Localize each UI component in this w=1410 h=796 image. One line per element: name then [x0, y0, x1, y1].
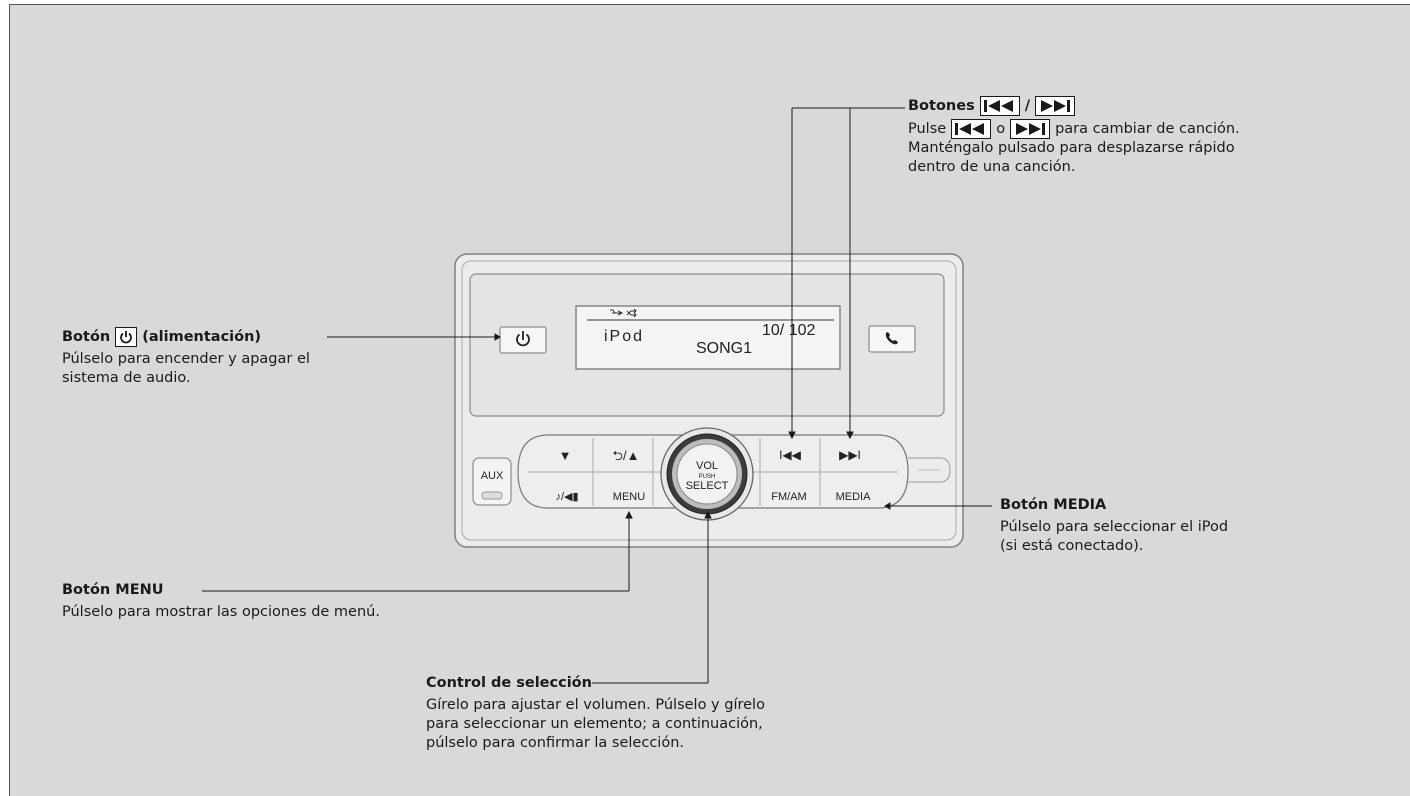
power-button[interactable]	[499, 326, 547, 354]
leader-lines	[202, 107, 992, 684]
aux-label: AUX	[481, 470, 504, 482]
skip-back-icon	[979, 96, 1020, 116]
media-button[interactable]: MEDIA	[836, 491, 872, 503]
lcd-source: iPod	[604, 328, 644, 345]
aux-jack[interactable]: AUX	[472, 457, 512, 506]
skip-line1-suffix: para cambiar de canción.	[1055, 120, 1240, 137]
menu-callout-description: Púlselo para mostrar las opciones de men…	[62, 604, 380, 620]
skip-line1-mid: o	[996, 120, 1006, 137]
callout-skip: Botones / Pulse o para cambiar de canció…	[908, 96, 1240, 177]
callout-menu: Botón MENU Púlselo para mostrar las opci…	[62, 581, 380, 622]
power-callout-prefix: Botón	[62, 328, 111, 345]
knob-push-label: PUSH	[699, 474, 716, 480]
skip-callout-separator: /	[1024, 97, 1030, 114]
select-callout-title: Control de selección	[426, 675, 592, 691]
callout-select: Control de selección Gírelo para ajustar…	[426, 674, 765, 753]
skip-callout-prefix: Botones	[908, 97, 975, 114]
knob-select-label: SELECT	[686, 480, 729, 492]
lcd-display	[575, 305, 841, 370]
media-callout-title: Botón MEDIA	[1000, 497, 1107, 513]
fm-am-button[interactable]: FM/AM	[771, 491, 806, 503]
power-icon	[115, 327, 138, 347]
power-callout-suffix: (alimentación)	[142, 328, 262, 345]
lcd-song: SONG1	[696, 340, 752, 357]
skip-back-icon	[951, 119, 992, 139]
down-button[interactable]: ▼	[559, 448, 572, 463]
skip-forward-icon	[1010, 119, 1051, 139]
callout-media: Botón MEDIA Púlselo para seleccionar el …	[1000, 496, 1228, 556]
media-callout-description: Púlselo para seleccionar el iPod (si est…	[1000, 519, 1229, 554]
lcd-track: 10/ 102	[762, 322, 815, 339]
usb-icon	[610, 309, 624, 316]
next-track-button[interactable]: ▶▶I	[839, 448, 861, 462]
vol-select-knob[interactable]: VOL PUSH SELECT	[660, 427, 754, 521]
shuffle-icon	[626, 308, 637, 318]
music-mute-button[interactable]: ♪/◀▮	[555, 491, 578, 503]
skip-forward-icon	[1035, 96, 1075, 116]
callout-power: Botón (alimentación) Púlselo para encend…	[62, 327, 310, 388]
prev-track-button[interactable]: I◀◀	[779, 448, 802, 462]
back-up-button[interactable]: ⮌/▲	[613, 448, 640, 463]
select-callout-description: Gírelo para ajustar el volumen. Púlselo …	[426, 697, 765, 751]
skip-line1-prefix: Pulse	[908, 120, 947, 137]
phone-button[interactable]	[868, 325, 916, 353]
power-callout-description: Púlselo para encender y apagar el sistem…	[62, 351, 310, 386]
phone-icon	[885, 332, 898, 345]
menu-button[interactable]: MENU	[613, 491, 645, 503]
skip-callout-description: Manténgalo pulsado para desplazarse rápi…	[908, 140, 1235, 175]
knob-vol-label: VOL	[696, 460, 718, 472]
menu-callout-title: Botón MENU	[62, 582, 164, 598]
power-icon	[516, 331, 530, 347]
